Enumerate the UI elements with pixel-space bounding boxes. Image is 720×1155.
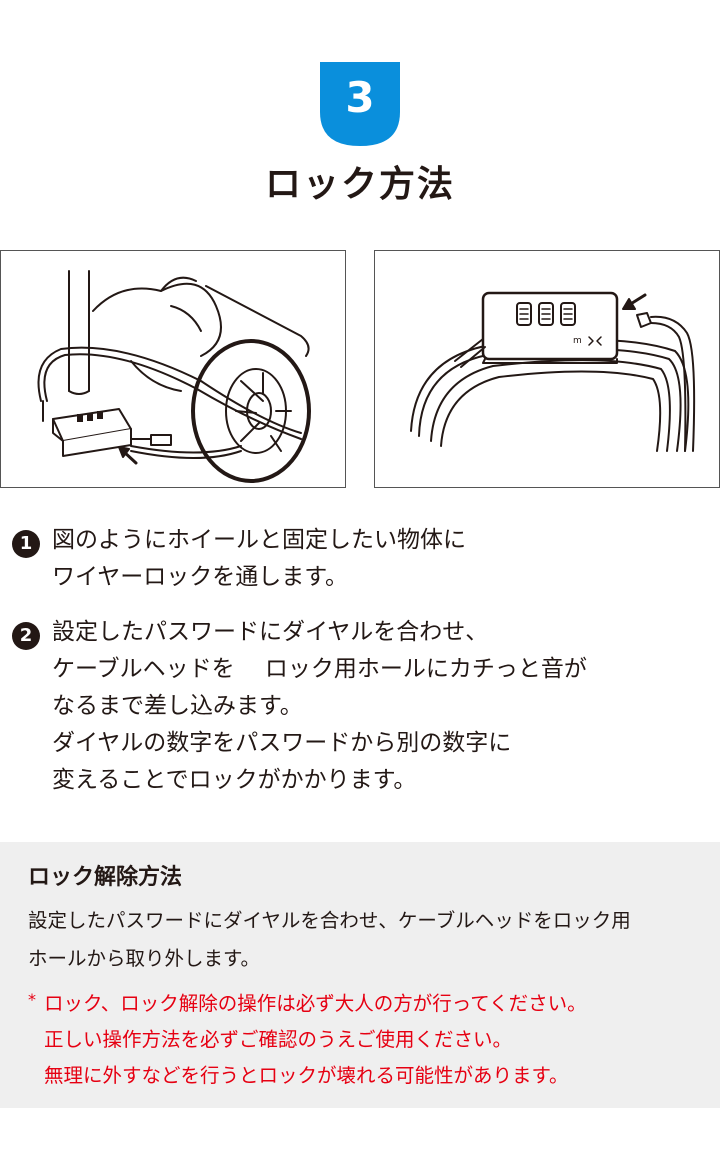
step-number: 3 [345,73,375,122]
caution-line-1: ロック、ロック解除の操作は必ず大人の方が行ってください。 [44,992,587,1015]
svg-text:m: m [573,336,582,346]
step-2-line-4: ダイヤルの数字をパスワードから別の数字に [52,730,512,756]
unlock-line-1: 設定したパスワードにダイヤルを合わせ、ケーブルヘッドをロック用 [28,909,631,932]
step-2-line-3: なるまで差し込みます。 [52,693,303,719]
step-1-marker: 1 [12,530,40,558]
step-1: 1 図のようにホイールと固定したい物体に ワイヤーロックを通します。 [12,522,712,596]
caution-notes: * ロック、ロック解除の操作は必ず大人の方が行ってください。 正しい操作方法を必… [28,986,708,1094]
caution-line-3: 無理に外すなどを行うとロックが壊れる可能性があります。 [44,1064,569,1087]
caution-line-2: 正しい操作方法を必ずご確認のうえご使用ください。 [44,1028,513,1051]
step-2-line-2: ケーブルヘッドを ロック用ホールにカチっと音が [52,656,587,682]
step-2: 2 設定したパスワードにダイヤルを合わせ、 ケーブルヘッドを ロック用ホールにカ… [12,614,712,799]
step-2-line-5: 変えることでロックがかかります。 [52,767,417,793]
step-1-line-1: 図のようにホイールと固定したい物体に [52,527,466,553]
cable-lock-closeup-illustration: m [374,250,720,488]
step-1-line-2: ワイヤーロックを通します。 [52,564,349,590]
step-badge: 3 [320,62,400,146]
unlock-section: ロック解除方法 設定したパスワードにダイヤルを合わせ、ケーブルヘッドをロック用 … [0,842,720,1108]
section-title: ロック方法 [264,164,455,205]
step-2-line-1: 設定したパスワードにダイヤルを合わせ、 [52,619,489,645]
step-2-marker: 2 [12,622,40,650]
wheel-lock-illustration [0,250,346,488]
caution-mark: * [28,990,36,1009]
unlock-line-2: ホールから取り外します。 [28,947,261,970]
unlock-description: 設定したパスワードにダイヤルを合わせ、ケーブルヘッドをロック用 ホールから取り外… [28,902,708,978]
step-badge-shape [320,62,400,146]
instruction-steps: 1 図のようにホイールと固定したい物体に ワイヤーロックを通します。 2 設定し… [12,522,712,817]
unlock-title: ロック解除方法 [28,865,183,890]
